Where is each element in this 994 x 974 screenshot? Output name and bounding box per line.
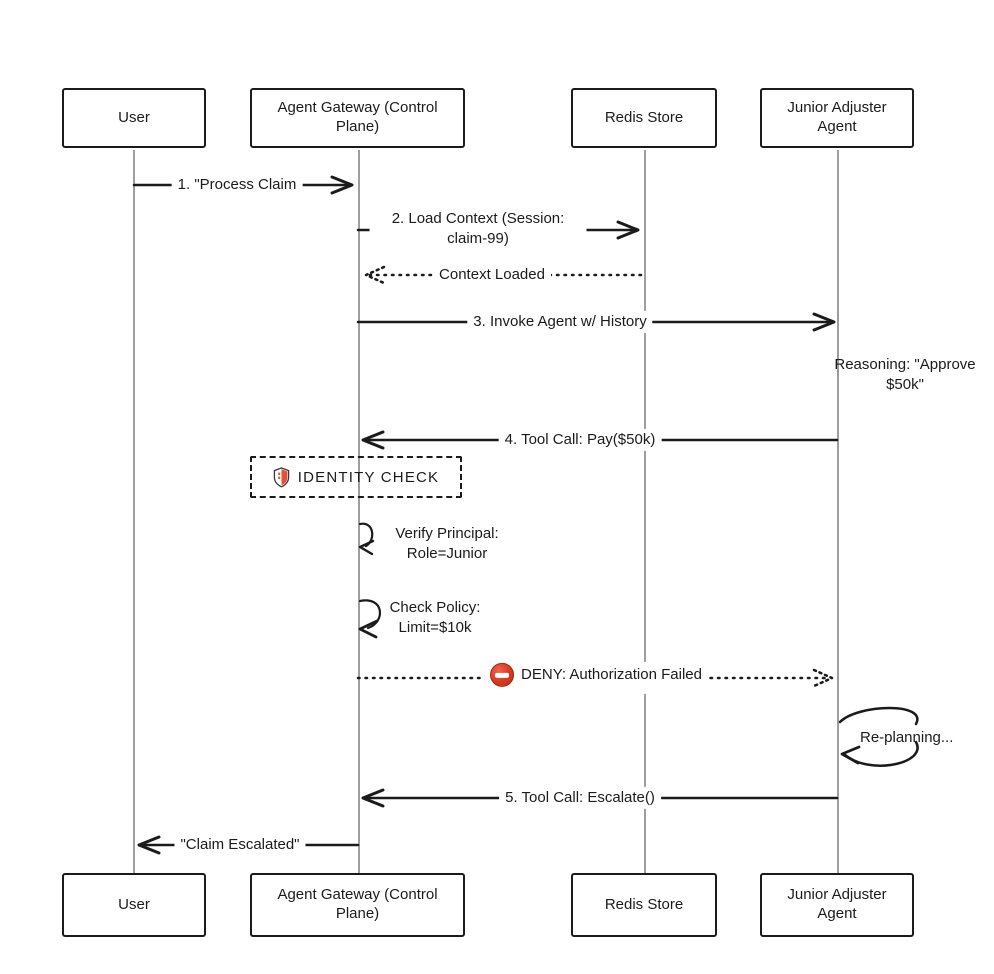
message-verify-principal: Verify Principal: Role=Junior	[395, 525, 499, 563]
message-check-policy: Check Policy: Limit=$10k	[389, 599, 481, 637]
lifeline-adjuster	[837, 150, 839, 873]
lifeline-gateway	[358, 150, 360, 873]
message-replanning: Re-planning...	[860, 729, 954, 746]
message-tool-call-pay: 4. Tool Call: Pay($50k)	[498, 428, 662, 452]
participant-redis-bottom: Redis Store	[571, 873, 717, 937]
shield-icon	[273, 466, 289, 488]
message-context-loaded: Context Loaded	[433, 263, 551, 287]
lifeline-redis	[644, 150, 646, 873]
message-deny: DENY: Authorization Failed	[484, 661, 708, 695]
message-tool-call-escalate: 5. Tool Call: Escalate()	[499, 786, 661, 810]
arrow-check-policy	[358, 599, 382, 639]
participant-adjuster-bottom: Junior Adjuster Agent	[760, 873, 914, 937]
participant-user-bottom: User	[62, 873, 206, 937]
no-entry-icon	[490, 662, 515, 687]
participant-user-top: User	[62, 88, 206, 148]
note-reasoning: Reasoning: "Approve $50k"	[834, 355, 976, 393]
message-claim-escalated: "Claim Escalated"	[174, 833, 306, 857]
participant-adjuster-top: Junior Adjuster Agent	[760, 88, 914, 148]
deny-label: DENY: Authorization Failed	[521, 665, 702, 683]
message-load-context: 2. Load Context (Session: claim-99)	[369, 207, 587, 251]
arrow-replanning	[838, 706, 919, 767]
participant-redis-top: Redis Store	[571, 88, 717, 148]
identity-check-box: IDENTITY CHECK	[250, 456, 462, 498]
message-process-claim: 1. "Process Claim	[171, 173, 303, 197]
identity-check-label: IDENTITY CHECK	[297, 468, 440, 486]
arrow-verify-principal	[358, 522, 375, 556]
participant-gateway-top: Agent Gateway (Control Plane)	[250, 88, 465, 148]
lifeline-user	[133, 150, 135, 873]
message-invoke-agent: 3. Invoke Agent w/ History	[467, 310, 653, 334]
participant-gateway-bottom: Agent Gateway (Control Plane)	[250, 873, 465, 937]
